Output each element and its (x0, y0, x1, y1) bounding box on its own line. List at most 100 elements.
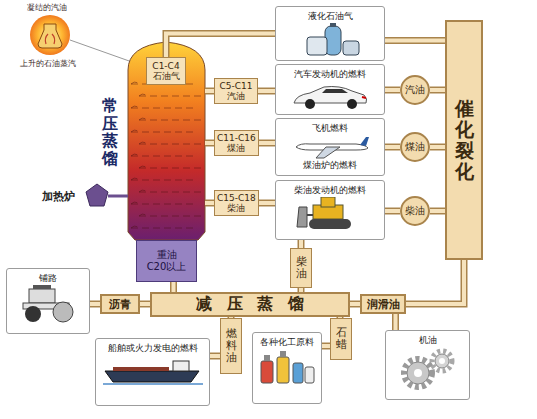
product-box: 各种化工原料 (252, 332, 322, 404)
pipe-fill (385, 145, 400, 149)
callout-label: 加热炉 (42, 189, 75, 204)
pipe-outline (205, 88, 214, 95)
node-text: 常压蒸馏 (102, 97, 118, 167)
pipe-fill (172, 282, 176, 292)
column-tray (131, 130, 194, 132)
pipe-outline (385, 208, 400, 215)
pipe-fill (299, 240, 303, 248)
pipe-connector (385, 211, 400, 212)
node-text: 机油 (419, 334, 437, 347)
pipe-outline (90, 301, 100, 308)
node-text: 燃料油 (226, 328, 237, 364)
node-text: 减压蒸馏 (182, 294, 318, 315)
pipe-connector (385, 40, 445, 41)
product-box: 汽车发动机的燃料 (275, 64, 385, 115)
heater-symbol (86, 184, 108, 206)
product-box: 机油 (385, 330, 470, 400)
node-text: C5-C11 (220, 81, 253, 91)
pipe-fill (350, 302, 360, 306)
pipe-outline (210, 353, 220, 360)
distillation-column: 常压蒸馏C1-C4石油气重油C20以上 (128, 45, 205, 285)
node-text: 汽油 (227, 91, 245, 101)
vacuum-band: 减压蒸馏 (150, 292, 350, 317)
pipe-connector (205, 91, 214, 92)
pipe-outline (385, 87, 400, 94)
node-text: 各种化工原料 (260, 336, 314, 349)
cracking-band: 催化裂化 (445, 20, 483, 260)
pipe-fill (258, 89, 275, 93)
node-text: 液化石油气 (308, 10, 353, 23)
node-text: 石油气 (153, 71, 180, 81)
pipe-outline (259, 140, 275, 147)
pipe-connector (205, 143, 214, 144)
node-text: 煤油炉的燃料 (303, 159, 357, 172)
pipe-fill (210, 354, 220, 358)
pipe-fill (385, 209, 400, 213)
pipe-fill (259, 141, 275, 145)
vertical-box: 石蜡 (330, 318, 352, 360)
fraction-box: C5-C11汽油 (214, 78, 258, 104)
node-text: 煤油 (405, 140, 425, 154)
pipe-connector (395, 314, 396, 330)
product-circle: 柴油 (400, 196, 430, 226)
gears-picture (396, 347, 460, 391)
vertical-box: 柴油 (290, 248, 312, 288)
pipe-connector (259, 203, 275, 204)
ship-picture (103, 355, 203, 385)
node-text: 石蜡 (336, 327, 347, 351)
product-box: 液化石油气 (275, 6, 385, 61)
product-box: 船舶或火力发电的燃料 (95, 338, 210, 406)
pipe-outline (385, 37, 445, 44)
node-text: C15-C18 (217, 193, 256, 203)
node-text: 柴油 (296, 256, 307, 280)
pipe-fill (205, 141, 214, 145)
pipe-fill (385, 88, 400, 92)
node-text: 飞机燃料 (312, 122, 348, 135)
vertical-box: 燃料油 (220, 318, 242, 374)
node-text: 沥青 (109, 297, 131, 312)
pipe-connector (430, 211, 445, 212)
pipe-outline (170, 282, 177, 292)
pipe-outline (430, 208, 445, 215)
node-text: C11-C16 (217, 133, 256, 143)
pipe-connector (259, 143, 275, 144)
pipe-fill (166, 34, 275, 58)
pipe-outline (322, 343, 330, 350)
pipe-outline (385, 144, 400, 151)
pipe-outline (430, 87, 445, 94)
pipe-outline (166, 34, 275, 58)
node-text: 柴油发动机的燃料 (294, 184, 366, 197)
column-tray (139, 118, 202, 120)
column-tray (139, 142, 202, 144)
pipe-fill (140, 302, 150, 306)
plane-picture (290, 135, 370, 159)
pipe-connector (350, 304, 360, 305)
node-text: 煤油 (227, 143, 245, 153)
node-text: 重油 (157, 249, 177, 261)
column-tray (139, 190, 202, 192)
node-text: 汽车发动机的燃料 (294, 68, 366, 81)
pipe-fill (430, 209, 445, 213)
product-box: 柴油发动机的燃料 (275, 180, 385, 240)
pipe-connector (90, 304, 100, 305)
pipe-connector (406, 260, 464, 304)
column-tray (131, 202, 194, 204)
node-text: 铺路 (39, 272, 57, 285)
pipe-fill (406, 260, 464, 304)
pipe-outline (392, 314, 399, 330)
product-circle: 汽油 (400, 75, 430, 105)
car-picture (290, 81, 370, 111)
node-text: 催化裂化 (455, 98, 474, 182)
column-tray (131, 178, 194, 180)
pipe-connector (301, 240, 302, 248)
pipe-connector (322, 346, 330, 347)
column-tray (131, 226, 194, 228)
pipe-fill (322, 344, 330, 348)
road-roller-picture (13, 285, 83, 323)
bulldozer-picture (295, 197, 365, 231)
product-box: 铺路 (6, 268, 90, 334)
distillation-column (128, 42, 205, 240)
pipe-connector (258, 91, 275, 92)
pipe-connector (385, 147, 400, 148)
pipe-connector (205, 203, 214, 204)
